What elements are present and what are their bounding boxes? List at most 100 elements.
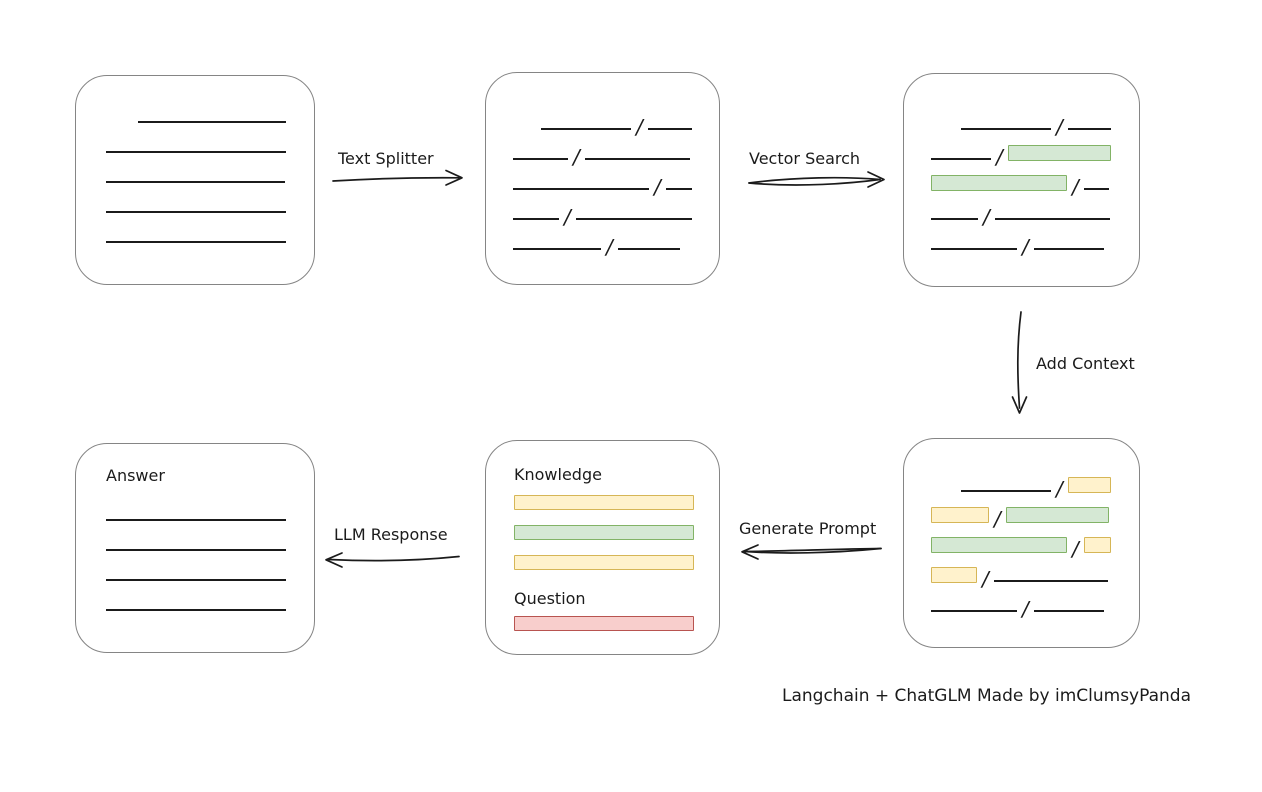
question-label: Question bbox=[514, 589, 586, 608]
yellow-chunk bbox=[1083, 537, 1111, 553]
document-lines bbox=[76, 76, 314, 244]
add-context-arrow bbox=[1011, 311, 1028, 414]
context-rows: / / / / / bbox=[904, 439, 1139, 619]
text-line bbox=[584, 158, 690, 160]
green-chunk bbox=[931, 537, 1067, 553]
answer-box-content: Answer bbox=[76, 444, 314, 612]
text-line bbox=[1083, 188, 1109, 190]
slash-separator: / bbox=[1022, 235, 1029, 259]
arrow-head bbox=[325, 552, 343, 568]
slash-separator: / bbox=[1072, 175, 1079, 199]
caption: Langchain + ChatGLM Made by imClumsyPand… bbox=[782, 686, 1191, 706]
slash-separator: / bbox=[994, 507, 1001, 531]
slash-separator: / bbox=[1022, 597, 1029, 621]
llm-response-label: LLM Response bbox=[334, 525, 448, 544]
slash-separator: / bbox=[606, 235, 613, 259]
text-row bbox=[106, 154, 289, 184]
red-bar bbox=[514, 616, 694, 631]
text-row bbox=[106, 184, 289, 214]
arrow-head bbox=[445, 169, 463, 186]
slash-separator: / bbox=[573, 145, 580, 169]
llm-response-arrow bbox=[325, 552, 460, 568]
text-line bbox=[106, 609, 286, 611]
slash-separator: / bbox=[1056, 115, 1063, 139]
text-line bbox=[513, 158, 568, 160]
text-line bbox=[961, 128, 1051, 130]
text-line bbox=[665, 188, 692, 190]
answer-lines bbox=[106, 485, 286, 612]
slash-separator: / bbox=[654, 175, 661, 199]
text-row: / bbox=[931, 583, 1114, 619]
text-row bbox=[106, 552, 286, 582]
context-box: / / / / / bbox=[903, 438, 1140, 648]
text-line bbox=[541, 128, 631, 130]
text-line bbox=[513, 248, 601, 250]
text-line bbox=[106, 211, 286, 213]
slash-separator: / bbox=[996, 145, 1003, 169]
vector-search-arrow bbox=[748, 171, 885, 188]
text-row bbox=[106, 582, 286, 612]
text-row bbox=[106, 94, 289, 124]
arrow-line bbox=[748, 178, 881, 186]
generate-prompt-label: Generate Prompt bbox=[739, 519, 877, 538]
green-chunk bbox=[1005, 507, 1109, 523]
text-row bbox=[106, 124, 289, 154]
vector-search-label: Vector Search bbox=[749, 149, 861, 168]
add-context-label: Add Context bbox=[1036, 354, 1135, 373]
text-line bbox=[138, 121, 286, 123]
arrow-head bbox=[1011, 396, 1028, 414]
text-row: / bbox=[931, 553, 1114, 589]
text-row: / bbox=[513, 191, 694, 227]
slash-separator: / bbox=[1056, 477, 1063, 501]
text-row: / bbox=[931, 463, 1114, 499]
text-row: / bbox=[513, 101, 694, 137]
text-row: / bbox=[931, 131, 1114, 167]
slash-separator: / bbox=[982, 567, 989, 591]
document-box bbox=[75, 75, 315, 285]
arrow-line bbox=[332, 176, 460, 182]
text-line bbox=[106, 549, 286, 551]
text-line bbox=[106, 151, 286, 153]
vector-result-rows: ///// bbox=[904, 74, 1139, 257]
arrow-line bbox=[1016, 311, 1022, 409]
arrow-line bbox=[744, 547, 882, 553]
text-row: / bbox=[931, 161, 1114, 197]
text-line bbox=[931, 218, 978, 220]
text-line bbox=[575, 218, 692, 220]
answer-label: Answer bbox=[106, 466, 165, 485]
text-line bbox=[994, 218, 1110, 220]
text-line bbox=[106, 181, 285, 183]
text-line bbox=[931, 610, 1017, 612]
text-line bbox=[513, 188, 649, 190]
text-line bbox=[513, 218, 559, 220]
chunks-box: / / / / / bbox=[485, 72, 720, 285]
text-splitter-arrow bbox=[332, 169, 463, 186]
generate-prompt-arrow bbox=[741, 544, 882, 560]
yellow-bar bbox=[514, 555, 694, 570]
text-line bbox=[647, 128, 692, 130]
prompt-box: Knowledge Question bbox=[485, 440, 720, 655]
yellow-bar bbox=[514, 495, 694, 510]
vector-result-box: ///// bbox=[903, 73, 1140, 287]
text-row bbox=[106, 522, 286, 552]
text-line bbox=[1033, 248, 1104, 250]
text-row: / bbox=[931, 221, 1114, 257]
text-line bbox=[931, 158, 991, 160]
yellow-chunk bbox=[931, 567, 977, 583]
slash-separator: / bbox=[564, 205, 571, 229]
text-line bbox=[1067, 128, 1111, 130]
slash-separator: / bbox=[1072, 537, 1079, 561]
arrow-line bbox=[328, 555, 460, 562]
text-row: / bbox=[931, 523, 1114, 559]
answer-box: Answer bbox=[75, 443, 315, 653]
text-row: / bbox=[513, 161, 694, 197]
knowledge-bars bbox=[514, 495, 694, 570]
green-chunk bbox=[931, 175, 1067, 191]
text-line bbox=[617, 248, 680, 250]
slash-separator: / bbox=[636, 115, 643, 139]
arrow-head bbox=[741, 544, 759, 560]
text-row bbox=[106, 492, 286, 522]
arrow-head bbox=[867, 171, 885, 188]
text-row: / bbox=[931, 493, 1114, 529]
